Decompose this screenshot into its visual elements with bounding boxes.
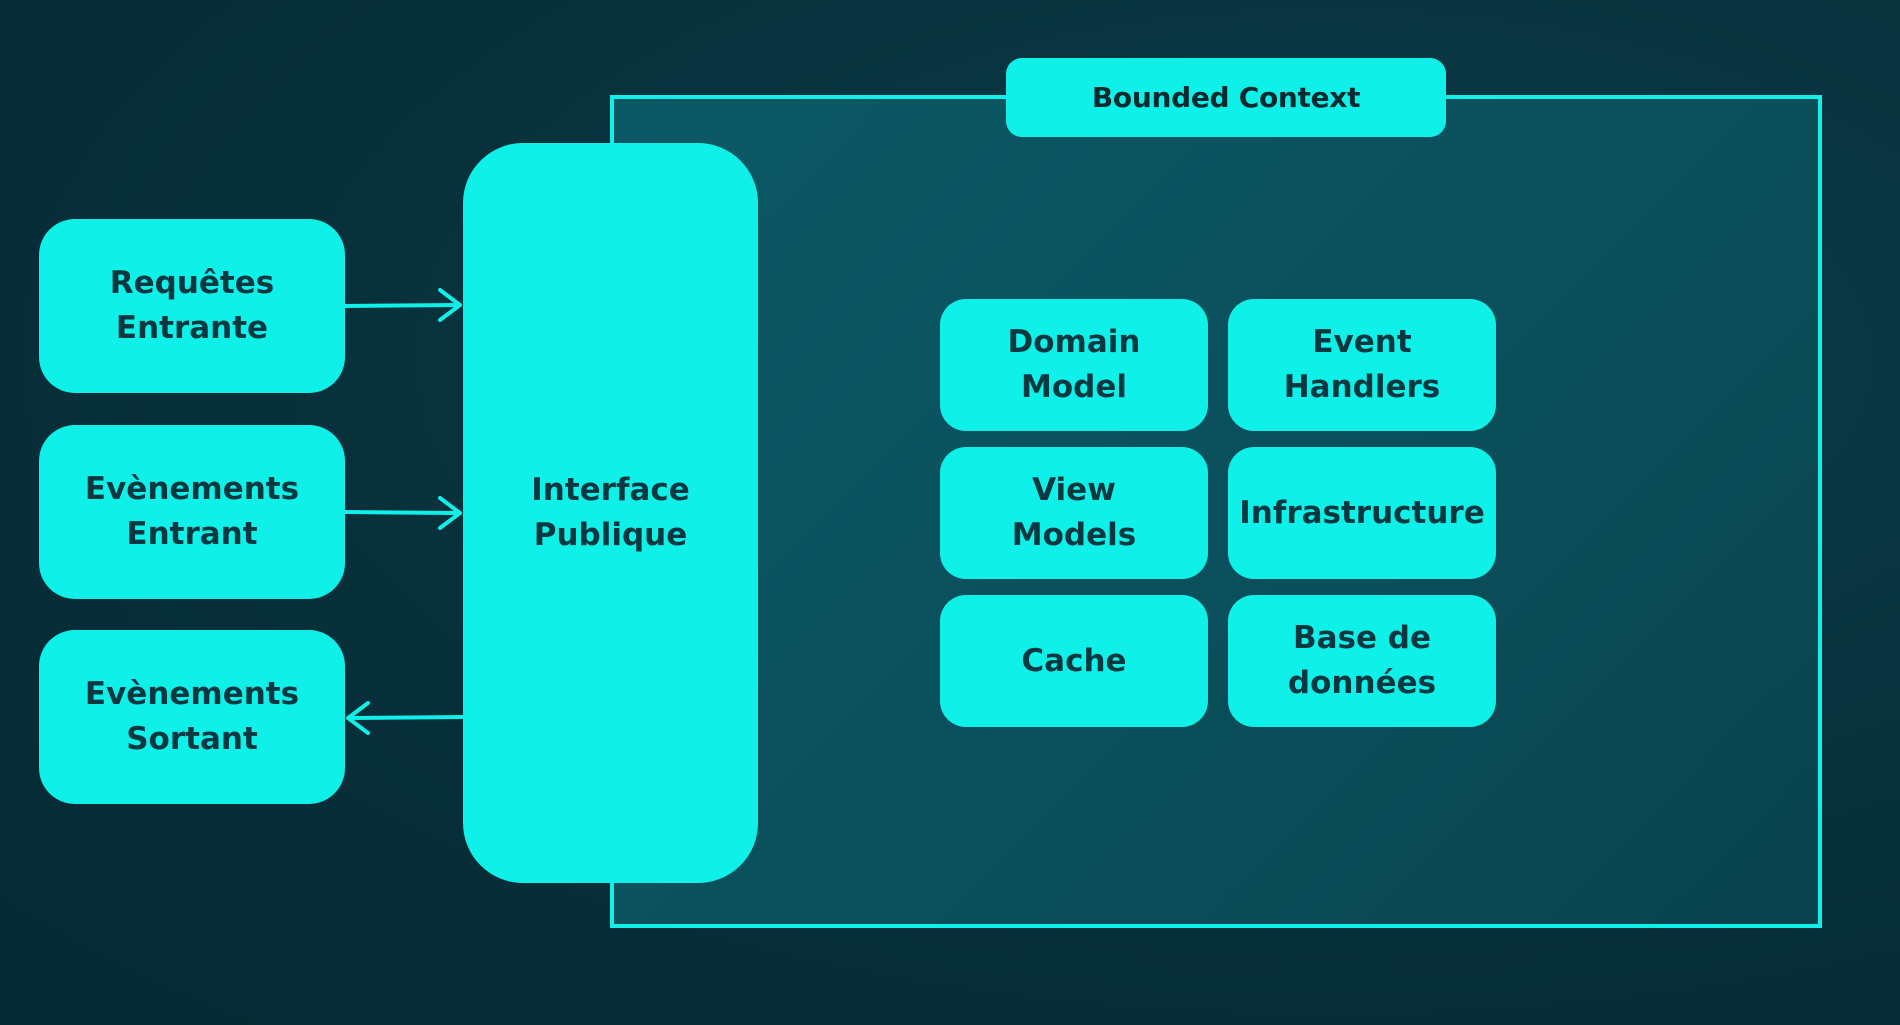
infrastructure-label: Infrastructure	[1239, 494, 1485, 531]
incoming-events-label: Evènements Entrant	[84, 471, 300, 552]
domain-model-label: Domain Model	[1007, 324, 1141, 405]
incoming-events-box: Evènements Entrant	[39, 425, 345, 599]
cache-box: Cache	[940, 595, 1208, 727]
public-interface-box: Interface Publique	[463, 143, 758, 883]
incoming-requests-label: Requêtes Entrante	[109, 265, 275, 346]
outgoing-events-label: Evènements Sortant	[84, 676, 300, 757]
outgoing-events-box: Evènements Sortant	[39, 630, 345, 804]
event-handlers-box: Event Handlers	[1228, 299, 1496, 431]
database-label: Base de données	[1287, 620, 1437, 701]
infrastructure-box: Infrastructure	[1228, 447, 1496, 579]
interface-to-outgoing-events-arrow	[346, 701, 465, 735]
event-handlers-label: Event Handlers	[1283, 324, 1441, 405]
public-interface-label: Interface Publique	[531, 472, 690, 553]
events-to-interface-arrow	[343, 496, 462, 530]
requests-to-interface-arrow	[343, 288, 462, 322]
domain-model-box: Domain Model	[940, 299, 1208, 431]
cache-label: Cache	[1021, 642, 1127, 679]
database-box: Base de données	[1228, 595, 1496, 727]
incoming-requests-box: Requêtes Entrante	[39, 219, 345, 393]
view-models-box: View Models	[940, 447, 1208, 579]
bounded-context-frame	[610, 95, 1822, 928]
view-models-label: View Models	[1011, 472, 1137, 553]
bounded-context-title-label: Bounded Context	[1091, 81, 1361, 114]
bounded-context-title: Bounded Context	[1006, 58, 1446, 137]
